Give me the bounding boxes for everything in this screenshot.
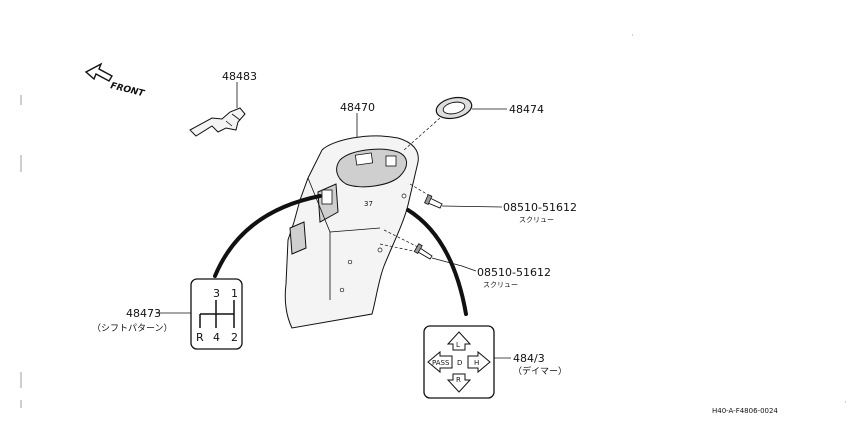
dimmer-label-h: H [474, 359, 479, 367]
shift-pattern-lines [199, 300, 235, 328]
shift-label-r: R [196, 331, 204, 344]
part-number-48470: 48470 [340, 101, 375, 114]
part-number-48474: 48474 [509, 103, 544, 116]
cables [213, 194, 468, 316]
part-484-3-note: （デイマー） [513, 365, 567, 377]
screw-lower-note: スクリュー [483, 281, 518, 289]
screw-08510-51612-upper: 08510-51612 スクリュー [424, 194, 577, 224]
assembly-lines [379, 117, 441, 253]
front-arrow-icon [84, 62, 113, 82]
part-number-48483: 48483 [222, 70, 257, 83]
part-number-screw-lower: 08510-51612 [477, 266, 551, 279]
drawing-code: H40-A-F4806-0024 [712, 407, 778, 415]
dimmer-arrow-down-icon [446, 373, 472, 393]
part-48483: 48483 [189, 70, 257, 137]
dimmer-label-pass: PASS [432, 359, 450, 367]
part-48473-note: （シフトパターン） [92, 323, 173, 334]
shift-label-4: 4 [213, 331, 220, 344]
dimmer-label-r: R [456, 376, 461, 384]
part-48474: 48474 [435, 96, 544, 120]
part-number-484-3: 484/3 [513, 352, 545, 365]
dimmer-arrow-up-icon [446, 331, 472, 351]
shift-label-3: 3 [213, 287, 220, 300]
part-number-48473: 48473 [126, 307, 161, 320]
part-number-screw-upper: 08510-51612 [503, 201, 577, 214]
screw-08510-51612-lower: 08510-51612 スクリュー [413, 243, 551, 289]
bracket-48483 [189, 107, 246, 137]
scan-marks [20, 34, 846, 408]
front-label: FRONT [109, 81, 146, 99]
part-48473-dimmer-plate: L PASS D H R 484/3 （デイマー） [423, 325, 567, 399]
panel-mark: 37 [364, 200, 373, 208]
dimmer-label-d: D [457, 359, 462, 367]
shift-label-1: 1 [231, 287, 238, 300]
screw-upper-note: スクリュー [519, 216, 554, 224]
dimmer-plate [423, 325, 495, 399]
part-48473-shift-pattern: 3 1 R 4 2 48473 （シフトパターン） [92, 278, 243, 350]
shift-label-2: 2 [231, 331, 238, 344]
dimmer-arrow-right-icon [467, 350, 491, 374]
part-48470: 48470 37 [284, 101, 419, 329]
front-direction-arrow: FRONT [84, 62, 146, 99]
dimmer-label-l: L [456, 341, 460, 349]
dimmer-arrow-left-icon [427, 350, 453, 374]
